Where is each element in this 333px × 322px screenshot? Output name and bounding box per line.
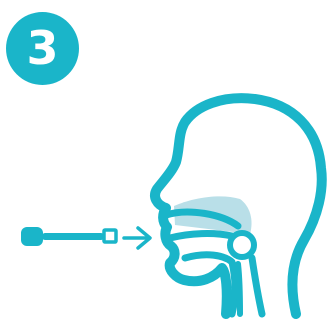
nasopharynx-target — [230, 233, 254, 257]
swab-tip — [104, 230, 116, 242]
throat-inner — [238, 264, 240, 314]
arrow-right-icon — [124, 228, 150, 248]
throat-back — [252, 258, 262, 314]
swab-shaft — [42, 233, 104, 240]
nasal-passage-floor — [170, 234, 232, 238]
swab-handle-cap — [21, 227, 43, 246]
head-profile-icon — [155, 98, 322, 314]
swab-icon — [21, 227, 116, 246]
